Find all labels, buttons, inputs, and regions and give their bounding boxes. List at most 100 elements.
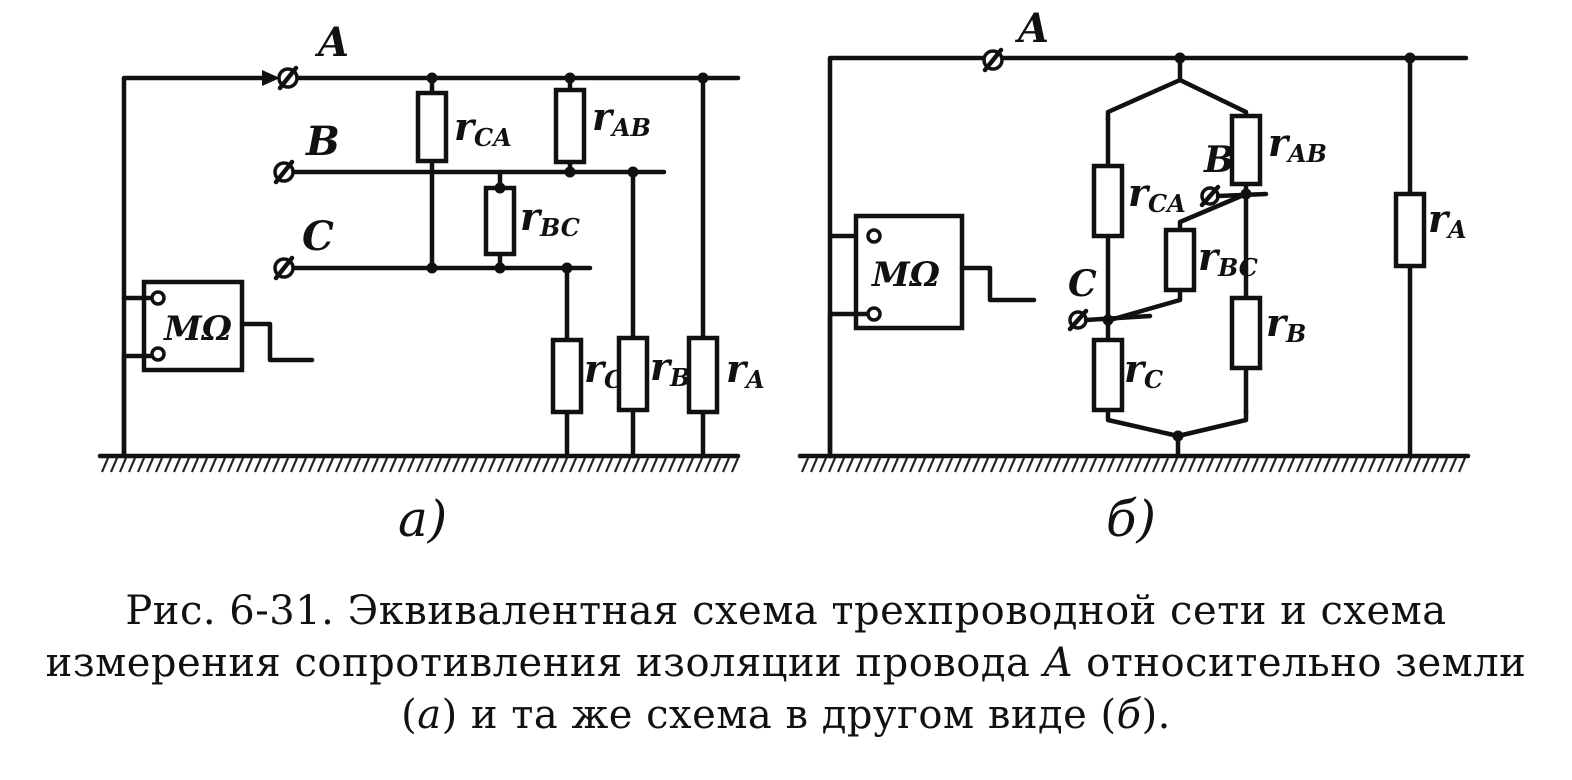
label-rb: rB (1266, 300, 1306, 348)
hatch-stroke (577, 457, 587, 473)
label-ra: rA (726, 346, 765, 394)
hatch-stroke (1070, 457, 1080, 473)
resistor-rb (616, 335, 650, 413)
hatch-stroke (1106, 457, 1116, 473)
resistor-rbc (483, 185, 517, 257)
hatch-stroke (523, 457, 533, 473)
hatch-stroke (1187, 457, 1197, 473)
hatch-stroke (514, 457, 524, 473)
node (1102, 314, 1114, 326)
hatch-stroke (478, 457, 488, 473)
hatch-stroke (406, 457, 416, 473)
hatch-stroke (343, 457, 353, 473)
hatch-stroke (1007, 457, 1017, 473)
hatch-stroke (1205, 457, 1215, 473)
phase-label-c: C (302, 213, 334, 260)
hatch-stroke (1160, 457, 1170, 473)
hatch-stroke (190, 457, 200, 473)
hatch-stroke (613, 457, 623, 473)
terminal-a-slash (982, 47, 1004, 73)
hatch-stroke (496, 457, 506, 473)
node (426, 72, 438, 84)
hatch-stroke (899, 457, 909, 473)
meter-lead-a (121, 75, 265, 459)
resistor-ra (1393, 191, 1427, 269)
hatch-stroke (451, 457, 461, 473)
hatch-stroke (1430, 457, 1440, 473)
hatch-stroke (658, 457, 668, 473)
meter-terminal-top (150, 290, 166, 306)
hatch-stroke (568, 457, 578, 473)
resistor-ra (686, 335, 720, 415)
meter-label: MΩ (871, 255, 940, 295)
hatch-stroke (667, 457, 677, 473)
hatch-stroke (694, 457, 704, 473)
hatch-stroke (1016, 457, 1026, 473)
terminal-a-slash (277, 65, 299, 91)
hatch-stroke (1349, 457, 1359, 473)
hatch-stroke (800, 457, 810, 473)
hatch-stroke (289, 457, 299, 473)
hatch-stroke (1232, 457, 1242, 473)
resistor-rab (1229, 113, 1263, 187)
hatch-stroke (818, 457, 828, 473)
caption-suffix: ). (1141, 692, 1171, 738)
hatch-stroke (1241, 457, 1251, 473)
hatch-stroke (1439, 457, 1449, 473)
hatch-stroke (487, 457, 497, 473)
hatch-stroke (1448, 457, 1458, 473)
hatch-stroke (361, 457, 371, 473)
label-rab: rAB (592, 94, 651, 142)
node (627, 166, 639, 178)
hatch-stroke (352, 457, 362, 473)
hatch-stroke (424, 457, 434, 473)
hatch-stroke (595, 457, 605, 473)
hatch-stroke (316, 457, 326, 473)
resistor-rca (415, 90, 449, 164)
hatch-stroke (935, 457, 945, 473)
hatch-stroke (307, 457, 317, 473)
hatch-stroke (325, 457, 335, 473)
panel-b: A rCA rC rAB rB B rBC C (797, 5, 1471, 548)
meter-handle (239, 321, 315, 363)
hatch-stroke (676, 457, 686, 473)
node (494, 262, 506, 274)
hatch-stroke (809, 457, 819, 473)
hatch-stroke (298, 457, 308, 473)
terminal-b-slash (1199, 184, 1221, 208)
hatch-stroke (604, 457, 614, 473)
hatch-stroke (199, 457, 209, 473)
resistor-rc (1091, 337, 1125, 413)
hatch-stroke (1250, 457, 1260, 473)
hatch-stroke (217, 457, 227, 473)
hatch-stroke (280, 457, 290, 473)
hatch-stroke (854, 457, 864, 473)
hatch-stroke (532, 457, 542, 473)
hatch-stroke (971, 457, 981, 473)
hatch-stroke (1097, 457, 1107, 473)
hatch-stroke (109, 457, 119, 473)
hatch-stroke (1088, 457, 1098, 473)
hatch-stroke (640, 457, 650, 473)
hatch-stroke (235, 457, 245, 473)
hatch-stroke (145, 457, 155, 473)
hatch-stroke (1358, 457, 1368, 473)
node (697, 72, 709, 84)
hatch-stroke (154, 457, 164, 473)
circuit-diagram: A B C rCA rAB rBC rC rB rA (97, 5, 1471, 548)
meter-terminal-bottom (150, 346, 166, 362)
hatch-stroke (631, 457, 641, 473)
hatch-stroke (163, 457, 173, 473)
hatch-stroke (908, 457, 918, 473)
hatch-stroke (127, 457, 137, 473)
hatch-stroke (1214, 457, 1224, 473)
hatch-stroke (721, 457, 731, 473)
hatch-stroke (998, 457, 1008, 473)
hatch-stroke (1169, 457, 1179, 473)
label-rca: rCA (1128, 170, 1186, 218)
hatch-stroke (181, 457, 191, 473)
label-rb: rB (650, 344, 690, 392)
hatch-stroke (1412, 457, 1422, 473)
meter-ground-lead (121, 353, 153, 459)
resistor-rab (553, 87, 587, 165)
